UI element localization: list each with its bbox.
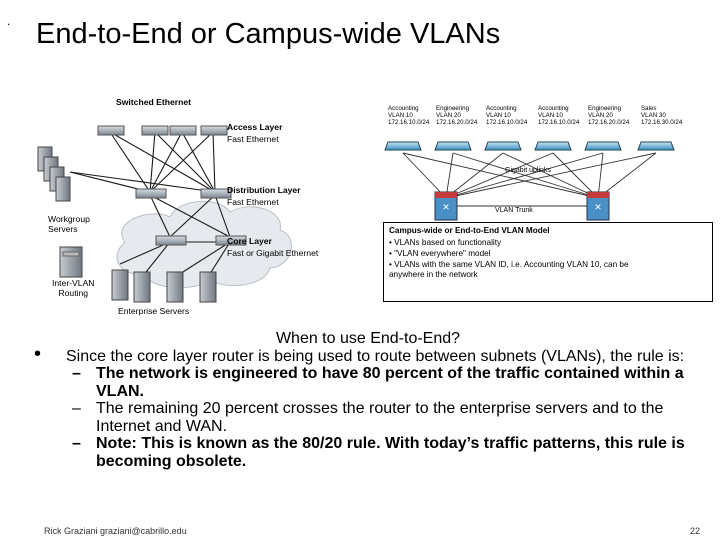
bullet-marker: • xyxy=(34,342,42,365)
vlan-model-box: Campus-wide or End-to-End VLAN Model • V… xyxy=(383,222,713,302)
multilayer-switch-icon: ✕ xyxy=(434,191,458,221)
dash-marker: – xyxy=(72,400,81,417)
sub-bullet-item: – The remaining 20 percent crosses the r… xyxy=(28,400,708,435)
vlan-trunk-label: VLAN Trunk xyxy=(495,207,533,214)
workgroup-servers-icon xyxy=(37,146,71,202)
dash-marker: – xyxy=(72,435,81,452)
slide-footer: Rick Graziani graziani@cabrillo.edu xyxy=(44,526,187,536)
body-heading: When to use End-to-End? xyxy=(275,330,461,347)
vlan-label: Sales VLAN 30 172.16.30.0/24 xyxy=(641,105,683,126)
inter-vlan-label: Inter-VLAN Routing xyxy=(52,278,95,298)
router-icon xyxy=(59,246,83,278)
sub-bullet-item: – Note: This is known as the 80/20 rule.… xyxy=(28,435,708,470)
enterprise-servers-icon xyxy=(111,269,217,303)
distribution-layer-sub: Fast Ethernet xyxy=(227,197,279,207)
bullet-text: Since the core layer router is being use… xyxy=(66,347,685,365)
slide-body: When to use End-to-End? • Since the core… xyxy=(28,330,708,470)
access-layer-label: Access Layer xyxy=(227,122,283,132)
model-box-line: • VLANs with the same VLAN ID, i.e. Acco… xyxy=(389,259,629,269)
core-layer-label: Core Layer xyxy=(227,236,272,246)
access-switches xyxy=(97,125,228,136)
slide-corner-dot: . xyxy=(7,14,11,28)
sub-bullet-item: – The network is engineered to have 80 p… xyxy=(28,365,708,400)
access-layer-sub: Fast Ethernet xyxy=(227,134,279,144)
model-box-line: • "VLAN everywhere" model xyxy=(389,249,491,258)
vlan-label: Engineering VLAN 20 172.16.20.0/24 xyxy=(588,105,630,126)
model-box-line: anywhere in the network xyxy=(389,269,478,279)
core-layer-sub: Fast or Gigabit Ethernet xyxy=(227,248,319,258)
page-number: 22 xyxy=(690,526,701,536)
slide-title: End-to-End or Campus-wide VLANs xyxy=(36,18,501,50)
vlan-label: Accounting VLAN 10 172.16.10.0/24 xyxy=(486,105,528,126)
gigabit-uplinks-label: Gigabit uplinks xyxy=(505,167,551,174)
workgroup-servers-label: Workgroup Servers xyxy=(48,214,90,234)
distribution-layer-label: Distribution Layer xyxy=(227,185,301,195)
model-box-title: Campus-wide or End-to-End VLAN Model xyxy=(389,226,550,235)
bullet-item: • Since the core layer router is being u… xyxy=(28,342,708,366)
switched-ethernet-label: Switched Ethernet xyxy=(116,97,191,107)
vlan-label: Accounting VLAN 10 172.16.10.0/24 xyxy=(538,105,580,126)
svg-text:✕: ✕ xyxy=(442,202,450,212)
hierarchical-network-diagram xyxy=(37,125,292,303)
svg-text:✕: ✕ xyxy=(594,202,602,212)
vlan-label: Accounting VLAN 10 172.16.10.0/24 xyxy=(388,105,430,126)
sub-bullet-text: The remaining 20 percent crosses the rou… xyxy=(96,400,664,435)
sub-bullet-text: Note: This is known as the 80/20 rule. W… xyxy=(96,435,685,470)
multilayer-switch-icon: ✕ xyxy=(586,191,610,221)
enterprise-servers-label: Enterprise Servers xyxy=(118,306,190,316)
campus-vlan-diagram: ✕ ✕ xyxy=(384,141,675,221)
sub-bullet-text: The network is engineered to have 80 per… xyxy=(96,365,684,400)
vlan-label: Engineering VLAN 20 172.16.20.0/24 xyxy=(436,105,478,126)
access-switch-row xyxy=(384,141,675,151)
model-box-line: • VLANs based on functionality xyxy=(389,237,502,247)
dash-marker: – xyxy=(72,365,81,382)
